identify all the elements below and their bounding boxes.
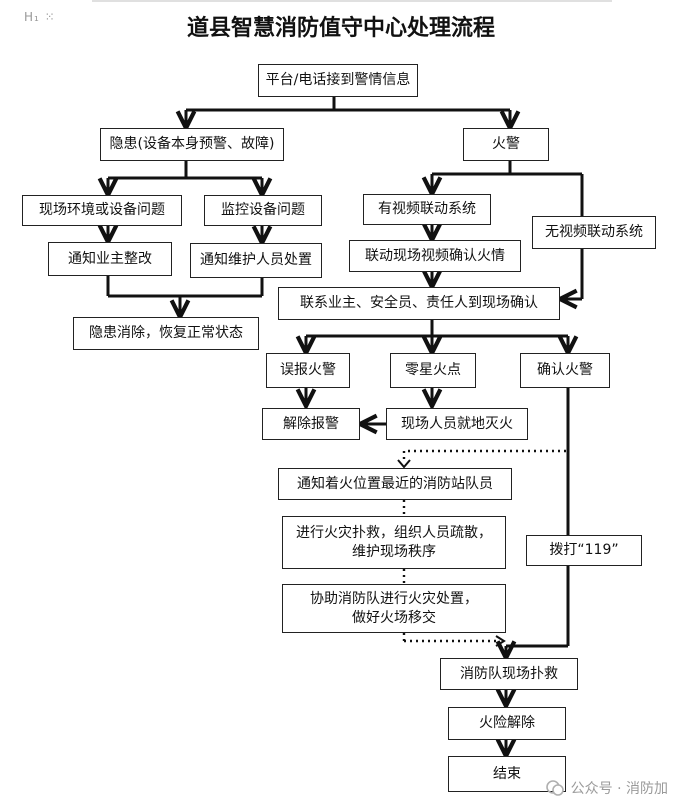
- node-small-fire: 零星火点: [390, 353, 476, 388]
- node-rescue: 进行火灾扑救，组织人员疏散， 维护现场秩序: [282, 516, 506, 569]
- node-call-119: 拨打“119”: [526, 535, 642, 566]
- wechat-icon: [545, 778, 565, 798]
- node-false-alarm: 误报火警: [266, 353, 350, 388]
- page-title: 道县智慧消防值守中心处理流程: [186, 15, 495, 41]
- node-env-problem: 现场环境或设备问题: [22, 195, 182, 226]
- node-monitor-problem: 监控设备问题: [204, 195, 322, 226]
- node-assist: 协助消防队进行火灾处置， 做好火场移交: [282, 584, 506, 633]
- node-notify-owner: 通知业主整改: [48, 242, 172, 276]
- node-resolved: 隐患消除，恢复正常状态: [73, 317, 259, 350]
- node-extinguish: 现场人员就地灭火: [386, 408, 528, 440]
- node-cancel-alarm: 解除报警: [262, 408, 360, 440]
- node-notify-maintenance: 通知维护人员处置: [190, 243, 322, 278]
- node-with-video: 有视频联动系统: [363, 194, 491, 225]
- watermark-text: 公众号 · 消防加: [570, 781, 668, 797]
- node-contact-confirm: 联系业主、安全员、责任人到现场确认: [278, 287, 560, 320]
- node-confirmed-fire: 确认火警: [520, 353, 610, 388]
- watermark: 公众号 · 消防加: [545, 778, 668, 798]
- node-notify-station: 通知着火位置最近的消防站队员: [278, 468, 512, 500]
- top-border-line: [92, 0, 612, 2]
- node-start: 平台/电话接到警情信息: [258, 64, 418, 97]
- node-fire-alarm: 火警: [463, 128, 549, 161]
- node-brigade: 消防队现场扑救: [440, 658, 578, 690]
- heading-toolbar-icon[interactable]: H₁ ⁙: [24, 10, 56, 24]
- node-video-confirm: 联动现场视频确认火情: [349, 240, 521, 272]
- node-no-video: 无视频联动系统: [532, 216, 656, 249]
- node-hidden-danger: 隐患(设备本身预警、故障): [100, 128, 284, 161]
- node-cleared: 火险解除: [448, 707, 566, 740]
